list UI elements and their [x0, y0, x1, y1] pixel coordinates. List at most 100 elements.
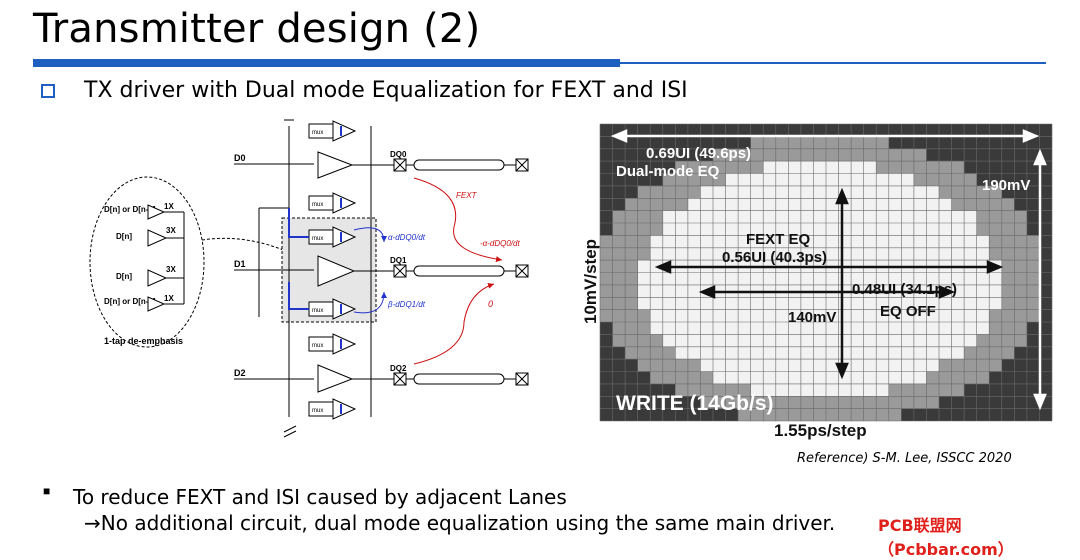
eye-cell [625, 272, 638, 285]
eye-cell [775, 148, 789, 162]
eye-cell [675, 185, 688, 199]
eye-cell [775, 247, 789, 261]
eye-cell [1001, 272, 1015, 285]
eye-cell [637, 309, 651, 322]
eye-cell [675, 297, 688, 310]
eye-cell [826, 297, 839, 310]
eye-cell [625, 309, 638, 322]
eye-cell [913, 148, 927, 162]
eye-cell [788, 210, 801, 223]
eye-cell [989, 334, 1002, 347]
eye-cell [750, 322, 764, 335]
eye-cell [675, 272, 688, 285]
eye-cell [750, 272, 764, 285]
eye-cell [863, 148, 877, 162]
eye-cell [763, 396, 776, 409]
eye-cell [1026, 284, 1040, 298]
tx-line [371, 372, 529, 386]
eye-cell [964, 223, 977, 236]
eye-cell [763, 223, 776, 236]
eye-cell [750, 223, 764, 236]
eye-cell [738, 297, 751, 310]
eye-cell [876, 272, 889, 285]
eye-cell [913, 334, 927, 347]
fext-label: FEXT [456, 191, 478, 200]
eye-cell [788, 371, 801, 384]
eye-cell [976, 371, 990, 384]
eye-cell [951, 322, 965, 335]
eye-cell [675, 359, 688, 372]
eye-cell [600, 284, 613, 298]
eye-cell [976, 309, 990, 322]
eye-cell [964, 247, 977, 261]
eye-cell [901, 185, 914, 199]
eye-cell [763, 198, 776, 211]
eye-cell [976, 359, 990, 372]
main-driver-2 [317, 364, 354, 393]
eye-cell [713, 334, 726, 347]
eye-cell [888, 161, 902, 174]
title-underline-thick [33, 59, 620, 67]
eye-cell [1001, 297, 1015, 310]
eye-cell [738, 173, 751, 186]
eye-cell [675, 210, 688, 223]
eye-cell [687, 371, 701, 384]
eye-cell [625, 247, 638, 261]
eye-cell [913, 322, 927, 335]
eye-cell [826, 322, 839, 335]
eye-cell [813, 359, 826, 372]
eye-cell [775, 272, 789, 285]
eye-cell [687, 383, 701, 397]
height-140-label: 140mV [788, 309, 836, 326]
eye-cell [788, 383, 801, 397]
eye-cell [951, 359, 965, 372]
eye-diagram: 0.69UI (49.6ps) Dual-mode EQ 190mV FEXT … [581, 123, 1053, 440]
eye-cell [600, 309, 613, 322]
eye-cell [851, 297, 864, 310]
eq-off-label: EQ OFF [880, 303, 936, 320]
eye-cell [775, 136, 789, 149]
svg-text:mux: mux [312, 130, 323, 136]
eye-cell [851, 309, 864, 322]
eye-cell [775, 161, 789, 174]
eye-cell [775, 223, 789, 236]
eye-cell [951, 198, 965, 211]
eye-cell [1026, 247, 1040, 261]
eye-cell [750, 346, 764, 360]
eye-cell [913, 309, 927, 322]
eye-cell [1014, 272, 1027, 285]
eye-cell [888, 346, 902, 360]
eye-cell [775, 309, 789, 322]
eye-cell [713, 371, 726, 384]
neg-alpha-label: -α-dDQ0/dt [480, 239, 520, 248]
eye-cell [687, 346, 701, 360]
eye-cell [838, 136, 852, 149]
eye-cell [913, 235, 927, 248]
eye-cell [976, 322, 990, 335]
eye-cell [612, 297, 626, 310]
eye-cell [1026, 235, 1040, 248]
deemph-gain-0: 1X [164, 202, 174, 211]
eye-cell [713, 383, 726, 397]
eye-cell [913, 383, 927, 397]
eye-cell [687, 235, 701, 248]
eye-cell [775, 346, 789, 360]
eye-cell [637, 223, 651, 236]
eye-cell [738, 396, 751, 409]
eye-cell [800, 235, 814, 248]
eye-cell [888, 322, 902, 335]
eye-cell [1001, 322, 1015, 335]
eye-cell [687, 173, 701, 186]
eye-cell [788, 408, 801, 421]
fext-eq-label: FEXT EQ [746, 231, 811, 248]
eye-cell [738, 210, 751, 223]
eye-cell [662, 284, 676, 298]
eye-cell [1001, 334, 1015, 347]
deemphasis-row: D[n] or D[n-1] 1X D[n] 3X D[n] 3X D[n] o… [104, 202, 185, 312]
eye-cell [951, 284, 965, 298]
eye-cell [989, 235, 1002, 248]
eye-cell [713, 235, 726, 248]
dual-mode-width: 0.69UI (49.6ps) [646, 145, 751, 162]
eye-cell [700, 359, 713, 372]
eye-cell [964, 297, 977, 310]
